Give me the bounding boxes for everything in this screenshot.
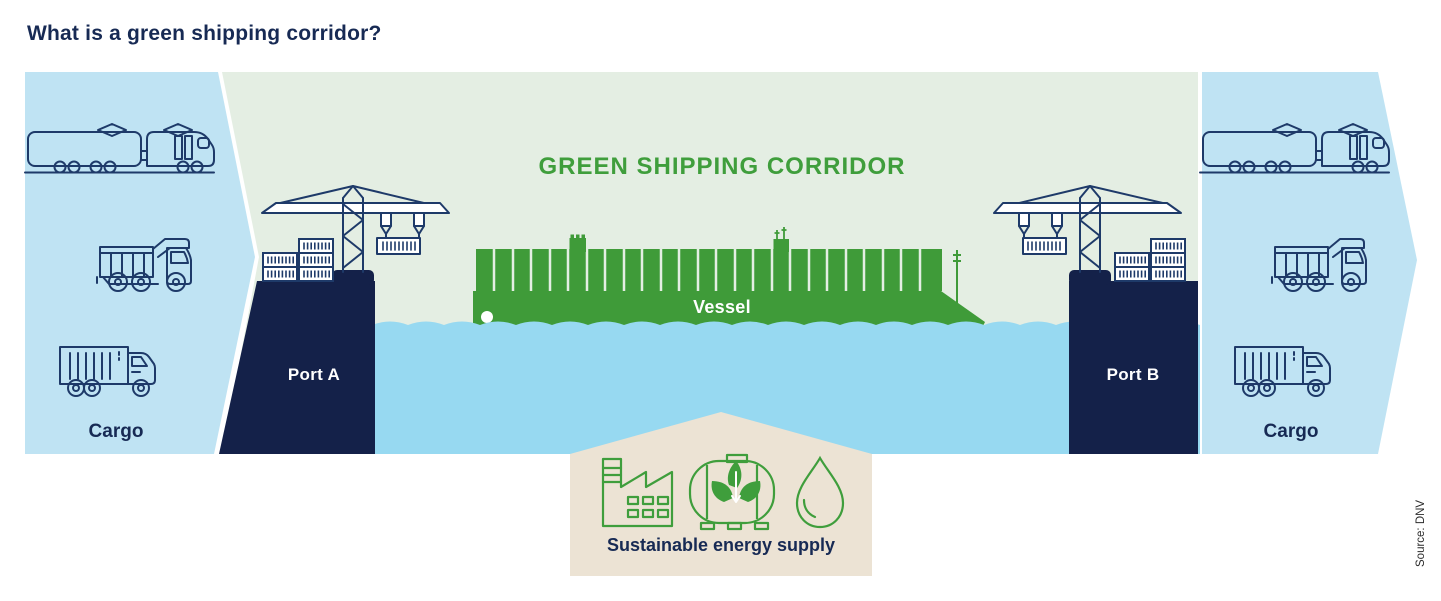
vessel-label: Vessel: [693, 297, 751, 317]
cargo-left-label: Cargo: [89, 421, 144, 442]
cargo-panel-left: Cargo: [24, 72, 255, 454]
water: [372, 321, 1200, 454]
corridor-title: GREEN SHIPPING CORRIDOR: [538, 153, 905, 180]
water-droplet-icon: [795, 455, 845, 529]
factory-icon: [601, 457, 674, 528]
port-a: Port A: [219, 185, 450, 454]
port-b: Port B: [993, 185, 1198, 454]
port-a-label: Port A: [288, 365, 340, 384]
page-title: What is a green shipping corridor?: [27, 22, 382, 45]
storage-tank-icon: [688, 453, 776, 531]
cargo-panel-right: Cargo: [1199, 72, 1417, 454]
cargo-right-label: Cargo: [1264, 421, 1319, 442]
leaf-icon: [711, 461, 761, 503]
source-credit: Source: DNV: [1415, 500, 1427, 567]
port-b-label: Port B: [1107, 365, 1160, 384]
sustainable-energy-box: Sustainable energy supply: [570, 412, 872, 576]
energy-label: Sustainable energy supply: [607, 535, 835, 555]
